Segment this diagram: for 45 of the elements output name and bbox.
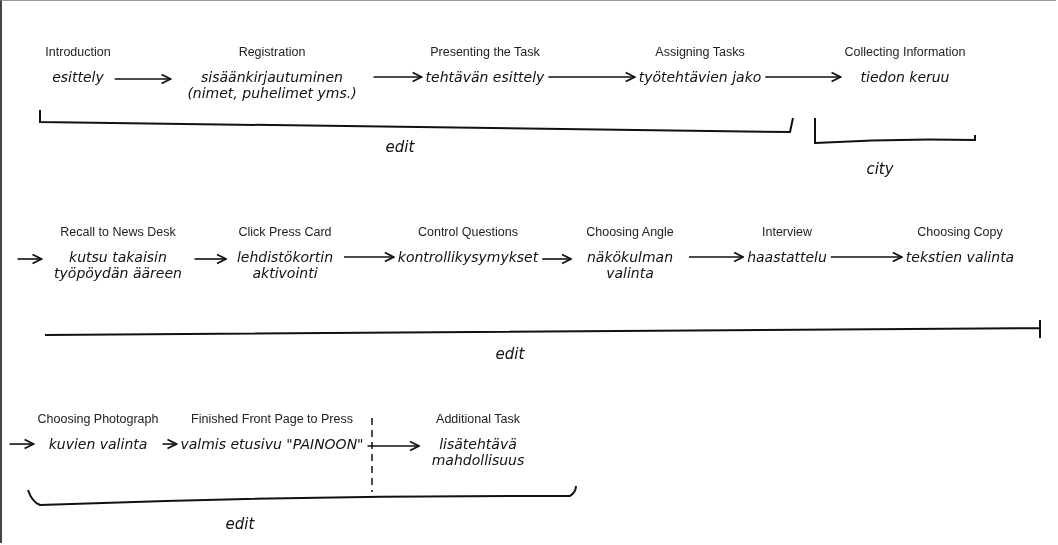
- arrow: [830, 251, 903, 263]
- step-heading: Collecting Information: [844, 45, 966, 59]
- bracket-label: edit: [385, 138, 415, 156]
- handwritten-note: lehdistökortin aktivointi: [235, 249, 335, 282]
- step-heading: Choosing Copy: [917, 225, 1003, 239]
- arrow: [372, 71, 423, 83]
- handwritten-note: lisätehtävä mahdollisuus: [430, 436, 526, 469]
- step-heading: Assigning Tasks: [655, 45, 745, 59]
- step-heading: Registration: [238, 45, 306, 59]
- handwritten-note: tiedon keruu: [860, 69, 950, 86]
- handwritten-note: kontrollikysymykset: [397, 249, 539, 266]
- arrow: [541, 253, 572, 265]
- step-heading: Choosing Angle: [586, 225, 674, 239]
- handwritten-note: tekstien valinta: [905, 249, 1015, 266]
- arrow: [8, 438, 35, 450]
- arrow: [547, 71, 636, 83]
- arrow: [366, 440, 420, 452]
- handwritten-note: sisäänkirjautuminen (nimet, puhelimet yms.): [186, 69, 358, 102]
- bracket-label: edit: [225, 515, 255, 533]
- bracket-label: city: [866, 160, 894, 178]
- bracket-label: edit: [495, 345, 525, 363]
- step-heading: Choosing Photograph: [37, 412, 159, 426]
- handwritten-note: valmis etusivu "PAINOON": [180, 436, 364, 453]
- arrow: [343, 251, 395, 263]
- step-heading: Recall to News Desk: [60, 225, 176, 239]
- handwritten-note: esittely: [52, 69, 104, 86]
- handwritten-note: kuvien valinta: [48, 436, 148, 453]
- step-heading: Finished Front Page to Press: [191, 412, 353, 426]
- arrow: [688, 251, 744, 263]
- handwritten-note: työtehtävien jako: [638, 69, 762, 86]
- arrow: [113, 73, 172, 85]
- step-heading: Additional Task: [436, 412, 520, 426]
- handwritten-note: tehtävän esittely: [425, 69, 545, 86]
- arrow: [764, 71, 842, 83]
- step-heading: Click Press Card: [238, 225, 332, 239]
- handwritten-note: haastattelu: [747, 249, 827, 266]
- handwritten-note: kutsu takaisin työpöydän ääreen: [53, 249, 183, 282]
- arrow: [193, 253, 227, 265]
- arrow: [161, 438, 178, 450]
- handwritten-note: näkökulman valinta: [585, 249, 675, 282]
- step-heading: Presenting the Task: [430, 45, 540, 59]
- arrow: [16, 253, 43, 265]
- step-heading: Introduction: [45, 45, 111, 59]
- step-heading: Control Questions: [417, 225, 519, 239]
- step-heading: Interview: [762, 225, 812, 239]
